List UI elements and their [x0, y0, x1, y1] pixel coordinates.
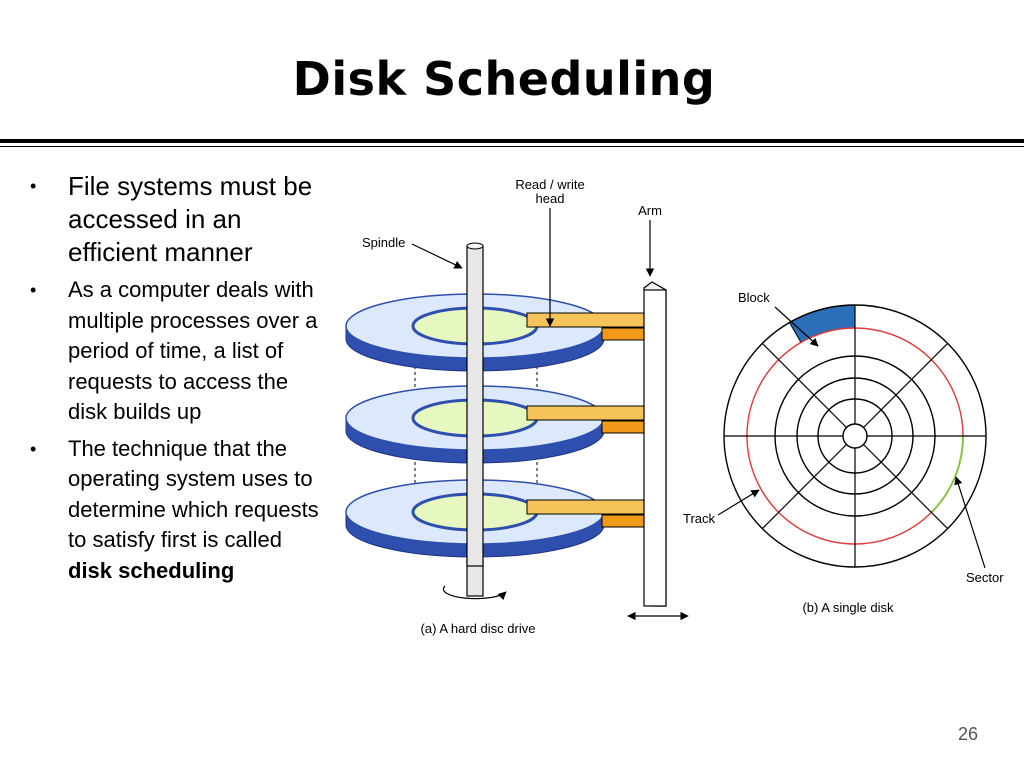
sector-highlight — [931, 435, 965, 513]
sector-label: Sector — [966, 570, 1004, 585]
title-divider-thick — [0, 139, 1024, 143]
bullet-item: • File systems must be accessed in an ef… — [30, 170, 330, 269]
head-arm — [526, 312, 653, 341]
head-arm — [526, 405, 653, 434]
track-pointer — [717, 489, 760, 516]
bullet-item: • As a computer deals with multiple proc… — [30, 275, 330, 428]
bullet-text-prefix: The technique that the operating system … — [68, 435, 319, 553]
bullet-list: • File systems must be accessed in an ef… — [30, 170, 330, 592]
bullet-dot-icon: • — [30, 280, 37, 300]
hard-disc-drive-figure: Read / write head Arm Spindle (a) A hard… — [345, 177, 689, 636]
block-pointer — [774, 306, 819, 347]
page-number: 26 — [957, 724, 978, 744]
read-write-label-line2: head — [536, 191, 565, 206]
head-arm — [526, 499, 653, 528]
bullet-dot-icon: • — [30, 438, 37, 459]
slide-title: Disk Scheduling — [292, 52, 716, 106]
bullet-text: As a computer deals with multiple proces… — [68, 277, 318, 424]
track-label: Track — [683, 511, 716, 526]
caption-single-disk: (b) A single disk — [802, 600, 894, 615]
bullet-text: The technique that the operating system … — [68, 434, 330, 587]
sector-lines — [724, 305, 986, 567]
rotation-arrow-icon — [442, 585, 507, 601]
spindle-pointer — [411, 243, 463, 269]
block-label: Block — [738, 290, 770, 305]
single-disk-figure: Block Track Sector (b) A single disk — [683, 290, 1004, 615]
arm-label: Arm — [638, 203, 662, 218]
bullet-text: File systems must be accessed in an effi… — [68, 171, 313, 267]
spindle — [466, 245, 484, 567]
disk-hub — [842, 423, 868, 449]
bullet-text-bold: disk scheduling — [68, 557, 235, 583]
title-divider-thin — [0, 146, 1024, 147]
sector-pointer — [954, 476, 986, 569]
bullet-item: • The technique that the operating syste… — [30, 434, 330, 587]
arm-post — [643, 281, 667, 607]
spindle-label: Spindle — [362, 235, 405, 250]
caption-hard-disc-drive: (a) A hard disc drive — [421, 621, 536, 636]
read-write-label-line1: Read / write — [515, 177, 584, 192]
bullet-dot-icon: • — [30, 176, 37, 196]
block-highlight — [788, 304, 856, 344]
